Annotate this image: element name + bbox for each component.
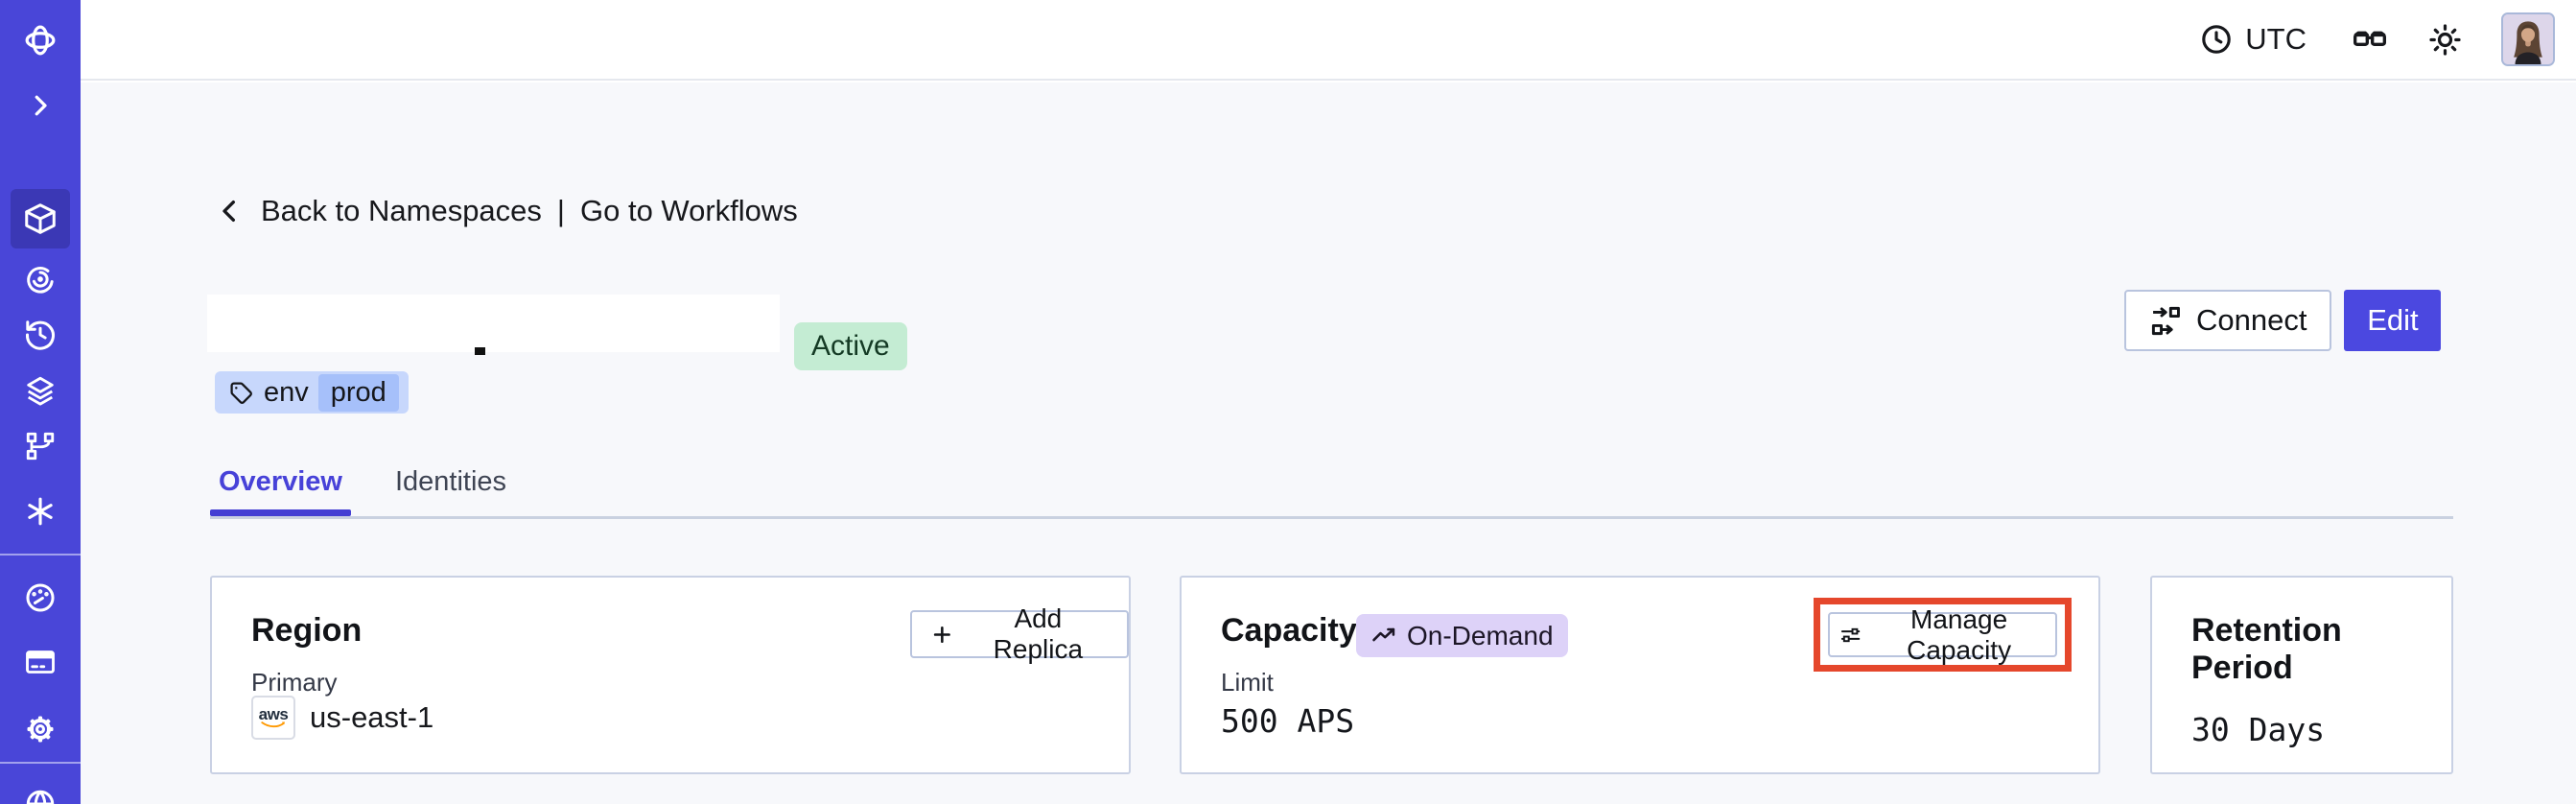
namespace-tag-chip[interactable]: env prod (215, 371, 409, 414)
breadcrumb-separator: | (556, 194, 565, 227)
sidebar-item-schedules[interactable] (0, 318, 81, 352)
user-avatar[interactable] (2501, 12, 2555, 66)
chevron-right-icon (35, 95, 47, 116)
glasses-icon (2353, 31, 2387, 47)
timezone-label: UTC (2245, 22, 2307, 56)
tag-icon (230, 381, 252, 404)
manage-capacity-label: Manage Capacity (1907, 603, 2012, 665)
tab-divider (210, 516, 2453, 519)
cube-icon (25, 203, 56, 234)
sidebar-item-usage[interactable] (0, 580, 81, 615)
timezone-selector[interactable]: UTC (2193, 21, 2312, 58)
asterisk-icon (28, 497, 53, 526)
sidebar-item-deployments[interactable] (0, 429, 81, 463)
sidebar-item-namespaces[interactable] (0, 201, 81, 237)
theme-toggle-button[interactable] (2427, 22, 2463, 58)
retention-card-title: Retention Period (2191, 612, 2342, 686)
add-replica-button[interactable]: Add Replica (910, 603, 1129, 664)
sliders-icon (1840, 627, 1861, 642)
chevron-left-icon[interactable] (215, 196, 246, 226)
tab-overview-label: Overview (219, 466, 342, 497)
sidebar-divider (0, 554, 81, 556)
tag-key: env (264, 376, 309, 408)
tab-identities-label: Identities (394, 466, 507, 497)
edit-button[interactable]: Edit (2344, 290, 2442, 351)
gauge-icon (26, 583, 55, 612)
back-to-namespaces-link[interactable]: Back to Namespaces (261, 194, 542, 227)
gear-icon (27, 716, 54, 743)
sidebar-item-nexus[interactable] (0, 262, 81, 296)
connect-button-label: Connect (2196, 303, 2307, 337)
region-field-label: Primary (251, 668, 338, 697)
sun-icon (2429, 23, 2461, 56)
main-content: Back to Namespaces | Go to Workflows Act… (81, 83, 2576, 804)
region-card-title: Region (251, 612, 363, 649)
connect-icon (2151, 306, 2180, 335)
region-name: us-east-1 (310, 700, 434, 734)
aws-smile-icon (261, 721, 285, 727)
region-value-row: aws us-east-1 (251, 696, 433, 740)
tag-value: prod (317, 373, 399, 412)
sidebar (0, 0, 81, 804)
breadcrumb: Back to Namespaces | Go to Workflows (215, 194, 798, 228)
namespace-title-redacted (207, 295, 780, 352)
tab-overview[interactable]: Overview (210, 466, 351, 516)
sidebar-divider (0, 762, 81, 764)
top-bar: UTC (81, 0, 2576, 81)
aws-logo-text: aws (258, 704, 289, 723)
tab-identities[interactable]: Identities (386, 466, 515, 516)
sidebar-item-settings[interactable] (0, 712, 81, 746)
connect-button[interactable]: Connect (2124, 290, 2332, 351)
retention-value: 30 Days (2191, 711, 2326, 748)
capacity-field-label: Limit (1221, 668, 1274, 697)
history-clock-icon (25, 320, 55, 350)
sidebar-item-layers[interactable] (0, 373, 81, 408)
layers-icon (27, 376, 54, 406)
manage-capacity-button[interactable]: Manage Capacity (1828, 604, 2057, 665)
capacity-card-title: Capacity (1221, 612, 1357, 649)
temporal-logo-icon (0, 19, 81, 61)
page-actions: Connect Edit (2124, 290, 2442, 351)
sidebar-item-billing[interactable] (0, 645, 81, 679)
spiral-icon (27, 267, 54, 294)
avatar-illustration (2503, 14, 2553, 64)
branch-icon (26, 432, 55, 461)
go-to-workflows-link[interactable]: Go to Workflows (579, 194, 798, 227)
add-replica-label: Add Replica (993, 603, 1084, 664)
region-card: Region Add Replica Primary aws us-east-1 (210, 576, 1131, 774)
aws-logo: aws (251, 696, 295, 740)
labs-toggle-button[interactable] (2351, 20, 2389, 59)
capacity-card: Capacity On-Demand Manage Capacity Limit… (1180, 576, 2100, 774)
on-demand-badge: On-Demand (1356, 614, 1568, 657)
retention-card: Retention Period 30 Days (2150, 576, 2453, 774)
on-demand-label: On-Demand (1407, 620, 1554, 650)
status-badge: Active (794, 322, 907, 370)
plus-icon (933, 626, 950, 643)
trending-up-icon (1372, 627, 1395, 641)
globe-icon (26, 790, 55, 804)
capacity-value: 500 APS (1221, 702, 1355, 740)
active-tab-indicator (210, 509, 351, 516)
sidebar-item-asterisk[interactable] (0, 494, 81, 529)
annotation-highlight-box: Manage Capacity (1814, 598, 2072, 672)
redaction-artifact (475, 347, 485, 355)
clock-icon (2202, 25, 2232, 54)
billing-card-icon (26, 650, 55, 674)
sidebar-expand-button[interactable] (0, 88, 81, 123)
sidebar-item-globe[interactable] (0, 787, 81, 804)
tab-bar: Overview Identities (210, 466, 515, 516)
